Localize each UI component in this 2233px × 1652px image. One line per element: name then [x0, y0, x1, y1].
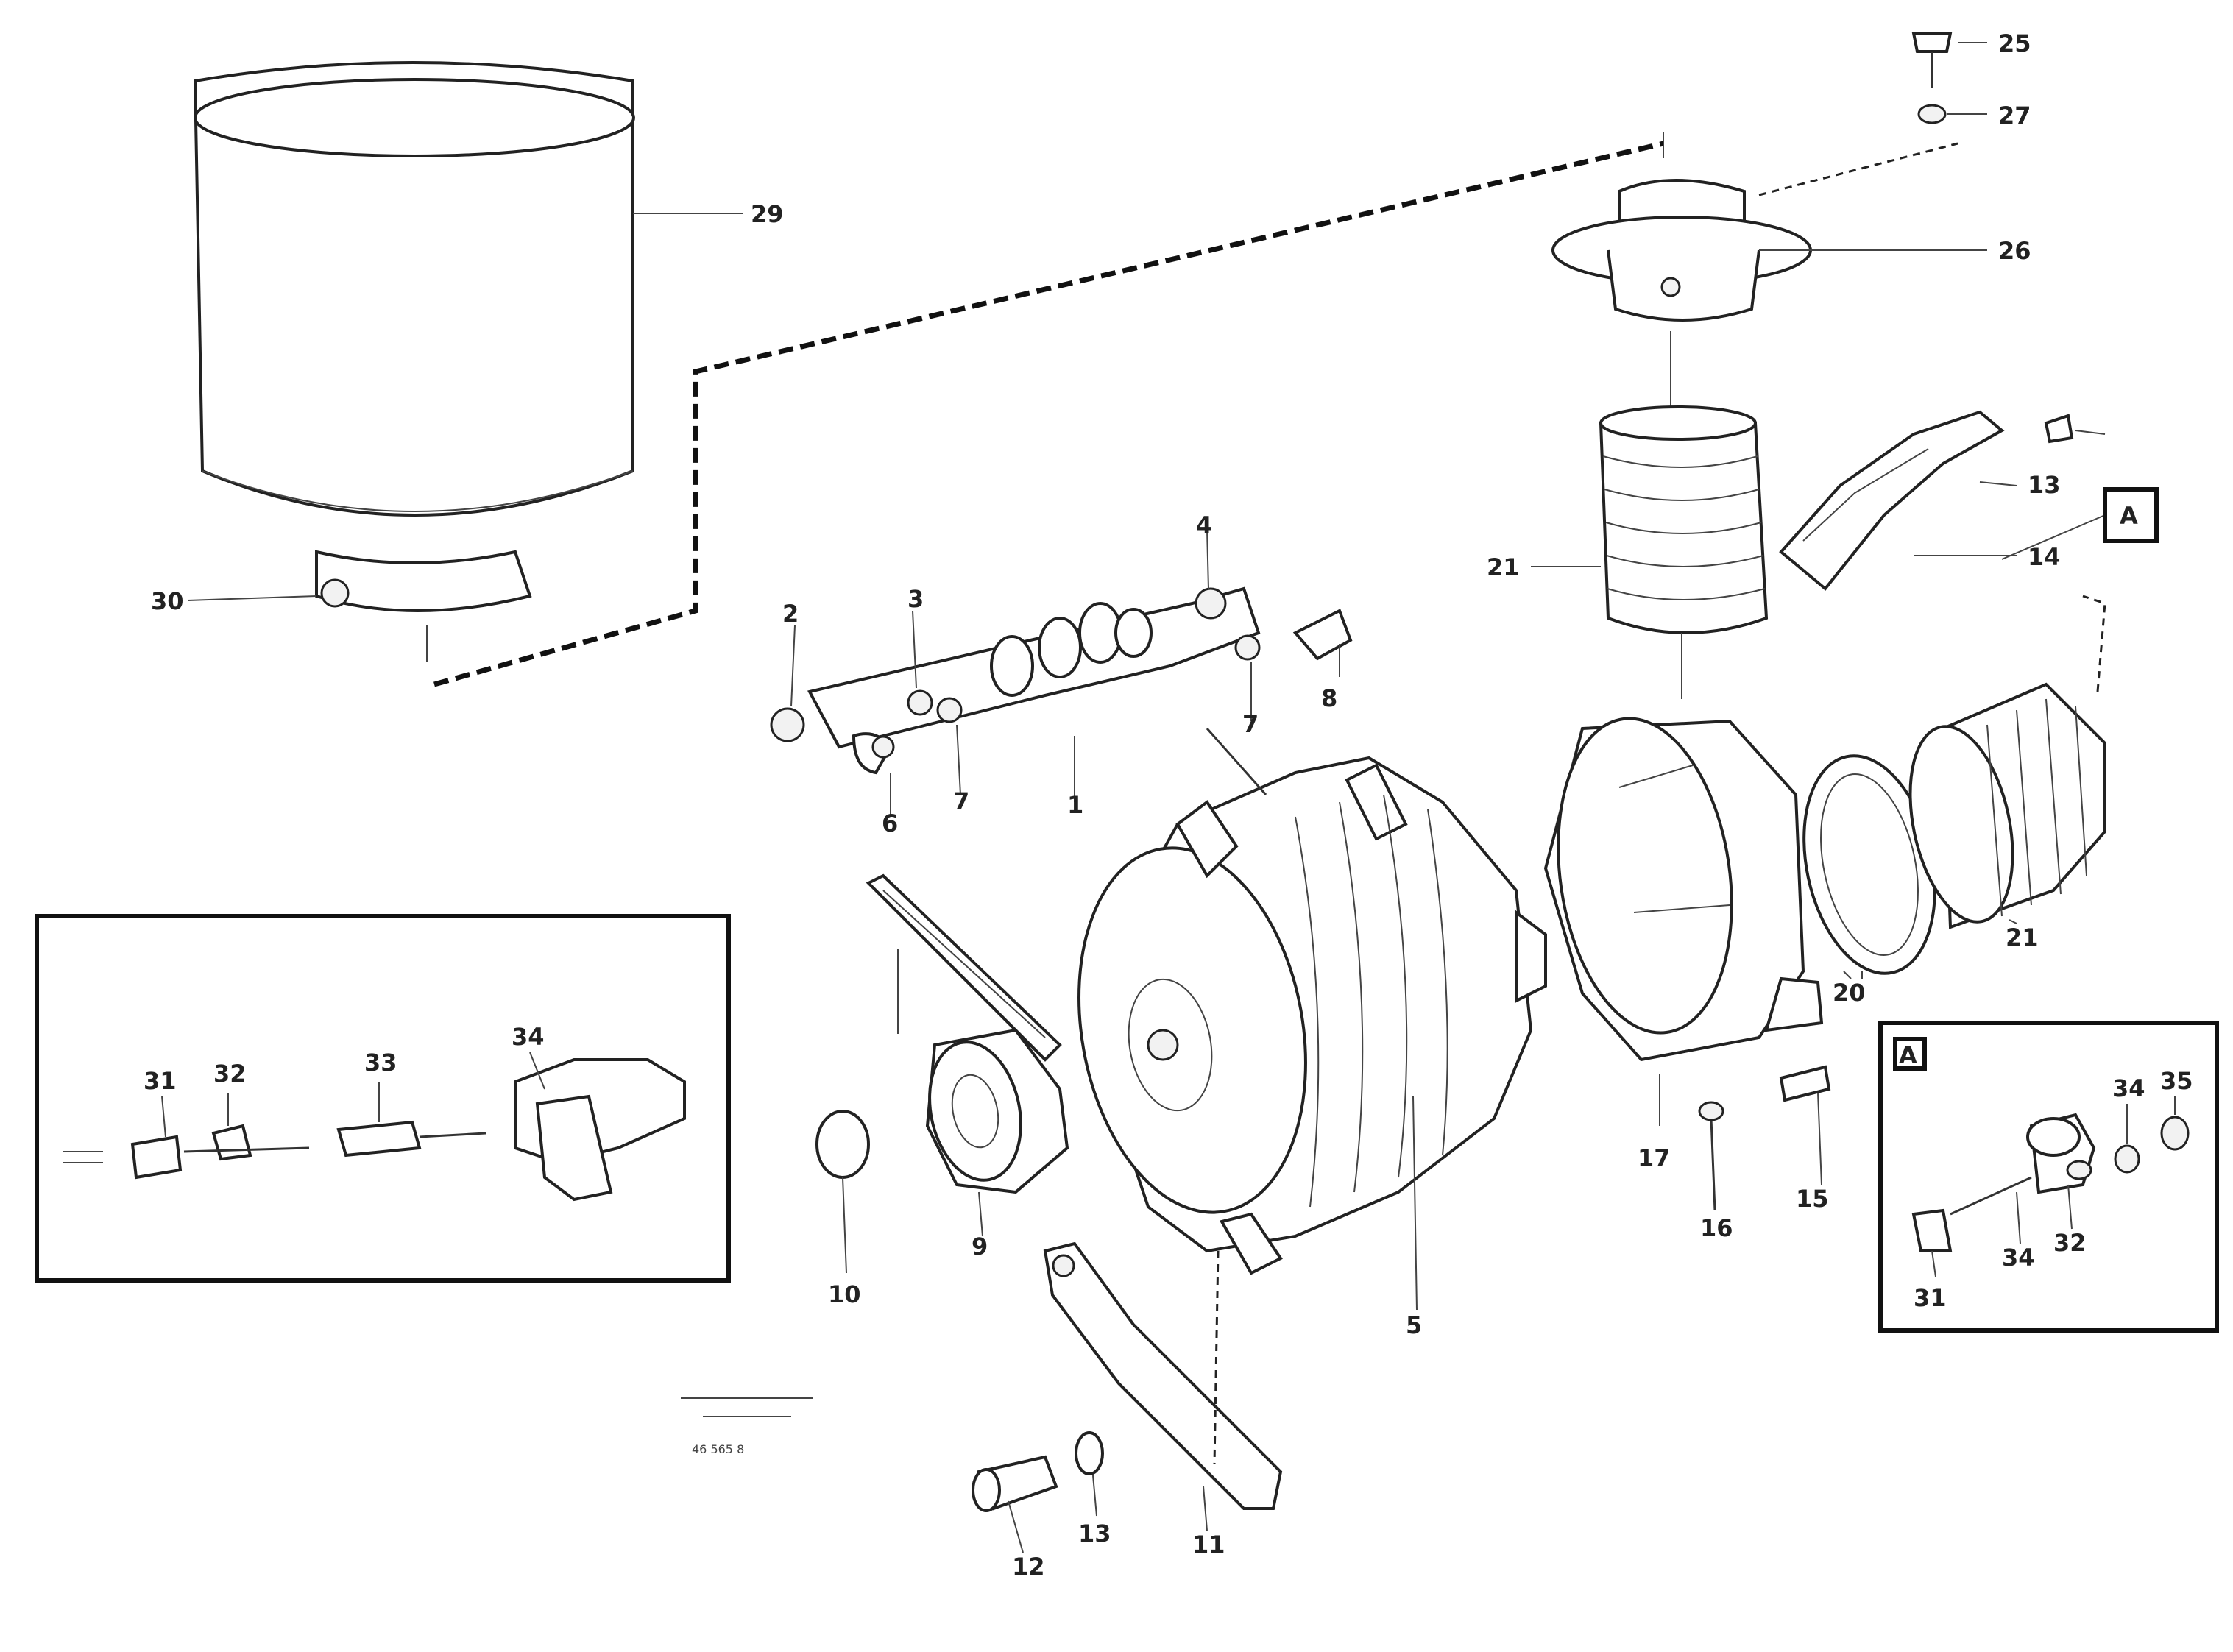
inset-right-labels: A 34 35 32 34 31	[1899, 1041, 2193, 1312]
label-15: 15	[1796, 1185, 1829, 1213]
part-number-labels: 29 30 25 27 26 13 14 A 21 4 2 3 8 7 6 7 …	[151, 29, 2138, 1581]
bolts-set	[770, 587, 1353, 775]
label-5: 5	[1406, 1311, 1422, 1339]
label-7: 7	[1242, 710, 1259, 738]
inset-right-label-34a: 34	[2112, 1074, 2145, 1102]
filter-bowl	[1543, 717, 1824, 1062]
callout-a-inset: A	[1899, 1041, 1917, 1069]
bolt-12	[972, 1455, 1058, 1512]
inset-left-label-34: 34	[512, 1023, 545, 1051]
pulley-9	[925, 1028, 1069, 1194]
leader-lines	[187, 42, 2106, 1553]
drawing-reference: 46 565 8	[681, 1397, 813, 1456]
washer-13	[1075, 1431, 1104, 1475]
bellows-hose-upper	[1599, 405, 1769, 699]
inset-right-label-32: 32	[2053, 1229, 2087, 1257]
inset-left-label-33: 33	[364, 1049, 397, 1077]
washer-27	[1917, 104, 1947, 124]
label-10: 10	[828, 1280, 861, 1308]
label-16: 16	[1700, 1214, 1733, 1242]
screw-16	[1698, 1101, 1724, 1211]
label-7b: 7	[953, 787, 969, 815]
label-8: 8	[1321, 684, 1337, 712]
bolt-35	[2044, 414, 2074, 444]
label-29: 29	[751, 200, 784, 228]
bracket-13	[1779, 410, 2005, 591]
callout-a-box	[2103, 487, 2159, 543]
bellows-hose-lower	[1908, 595, 2106, 929]
label-12: 12	[1012, 1553, 1045, 1581]
label-21-upper: 21	[1487, 553, 1520, 581]
label-11: 11	[1192, 1531, 1225, 1559]
washer-10	[815, 1110, 870, 1179]
label-2: 2	[782, 600, 799, 628]
inset-right-label-31: 31	[1914, 1284, 1947, 1312]
label-4: 4	[1196, 511, 1212, 539]
alternator	[1077, 728, 1547, 1275]
label-14: 14	[2028, 543, 2061, 571]
label-26: 26	[1998, 237, 2031, 265]
label-1: 1	[1067, 791, 1083, 819]
detail-inset-left	[35, 914, 731, 1283]
intake-cap	[1551, 179, 1812, 412]
label-20: 20	[1833, 979, 1866, 1007]
callout-a: A	[2120, 502, 2138, 530]
inset-left-labels: 31 32 33 34	[144, 1023, 545, 1095]
mounting-bar	[807, 586, 1261, 749]
label-27: 27	[1998, 102, 2031, 130]
label-13-bottom: 13	[1078, 1520, 1111, 1548]
label-25: 25	[1998, 29, 2031, 57]
drawing-ref-number: 46 565 8	[692, 1442, 744, 1456]
tension-bracket-11	[1043, 1241, 1283, 1510]
label-9: 9	[972, 1233, 988, 1261]
inset-left-label-32: 32	[213, 1060, 247, 1088]
label-30: 30	[151, 587, 184, 615]
washer-15	[1779, 1065, 1831, 1102]
label-6: 6	[882, 809, 898, 837]
label-13: 13	[2028, 471, 2061, 499]
hose-routing-dashed	[433, 132, 1958, 687]
label-3: 3	[907, 585, 924, 613]
inset-right-label-34b: 34	[2002, 1244, 2035, 1272]
label-21-lower: 21	[2006, 924, 2039, 951]
filter-housing	[193, 61, 635, 662]
detail-inset-right	[1878, 1021, 2219, 1333]
screw-25	[1911, 32, 1953, 88]
inset-right-label-35: 35	[2160, 1067, 2193, 1095]
inset-left-label-31: 31	[144, 1067, 177, 1095]
label-17: 17	[1638, 1144, 1671, 1172]
belt-34	[866, 873, 1062, 1062]
